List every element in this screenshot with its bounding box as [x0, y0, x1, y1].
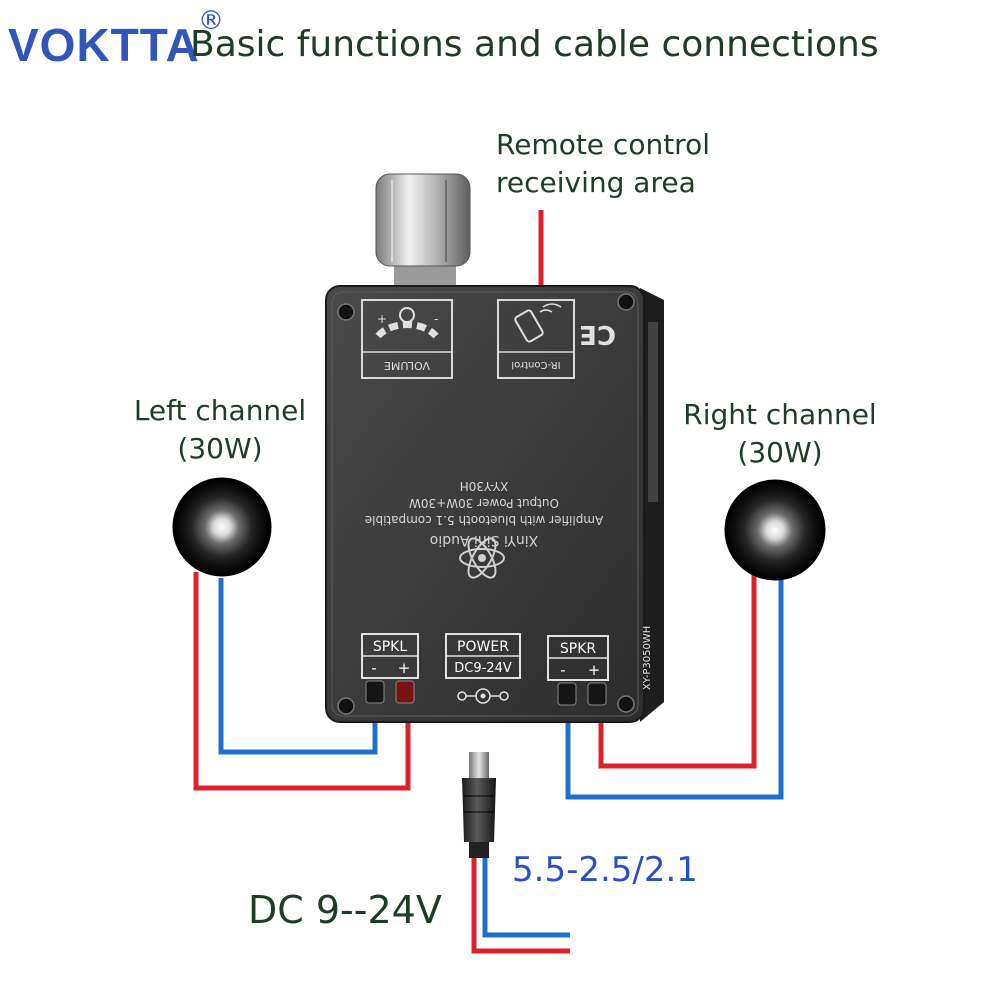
output-power-text: Output Power 30W+30W	[409, 496, 559, 510]
dc-plug	[462, 752, 496, 858]
svg-text:DC9-24V: DC9-24V	[454, 661, 512, 676]
left-speaker	[172, 477, 272, 577]
right-channel-line1: Right channel	[683, 398, 877, 431]
svg-text:SPKL: SPKL	[373, 639, 408, 655]
brand-logo: VOKTTA	[8, 19, 200, 71]
svg-text:SPKR: SPKR	[560, 641, 597, 657]
dc-cable	[471, 856, 570, 954]
spkr-terminal: SPKR - +	[547, 635, 609, 706]
play-pause-icon	[399, 307, 415, 323]
atom-logo-icon	[459, 537, 505, 579]
svg-text:+: +	[588, 661, 601, 679]
ir-label: IR-Control	[511, 359, 560, 370]
description-text: Amplifier with bluetooth 5.1 compatible	[365, 513, 603, 527]
dc-polarity-icon	[457, 688, 509, 704]
ir-receiver-box	[497, 299, 575, 379]
svg-text:+: +	[398, 659, 411, 677]
maker-text: XinYi Sini Audio	[430, 532, 539, 548]
left-channel-line2: (30W)	[177, 432, 263, 465]
page-title: Basic functions and cable connections	[190, 24, 879, 65]
left-channel-callout: Left channel (30W)	[120, 392, 320, 468]
ce-mark: CE	[579, 319, 616, 349]
plug-size-label: 5.5-2.5/2.1	[512, 850, 698, 890]
pcb-code: XY-P3050WH	[642, 626, 653, 690]
registered-mark: ®	[198, 6, 224, 36]
right-speaker-wires	[565, 572, 784, 800]
right-channel-callout: Right channel (30W)	[670, 396, 890, 472]
model-text: XY-Y30H	[460, 479, 509, 493]
remote-callout: Remote control receiving area	[496, 126, 746, 202]
right-speaker	[724, 479, 826, 581]
remote-callout-line1: Remote control	[496, 128, 710, 161]
amplifier-board: + - VOLUME IR-Control CE XinYi Sini Audi…	[325, 285, 653, 723]
volume-box	[361, 299, 453, 379]
power-terminal: POWER DC9-24V	[445, 633, 521, 704]
remote-callout-line2: receiving area	[496, 166, 696, 199]
left-channel-line1: Left channel	[133, 394, 307, 427]
volume-label: VOLUME	[384, 359, 430, 372]
remote-icon	[514, 309, 544, 343]
spkl-terminal: SPKL - +	[361, 633, 419, 704]
svg-text:-: -	[560, 661, 565, 679]
volume-knob	[375, 173, 471, 285]
svg-text:-: -	[434, 312, 438, 326]
svg-text:+: +	[377, 312, 387, 326]
dc-input-label: DC 9--24V	[248, 888, 442, 932]
svg-text:POWER: POWER	[457, 639, 509, 655]
right-channel-line2: (30W)	[737, 436, 823, 469]
svg-text:-: -	[371, 659, 376, 677]
